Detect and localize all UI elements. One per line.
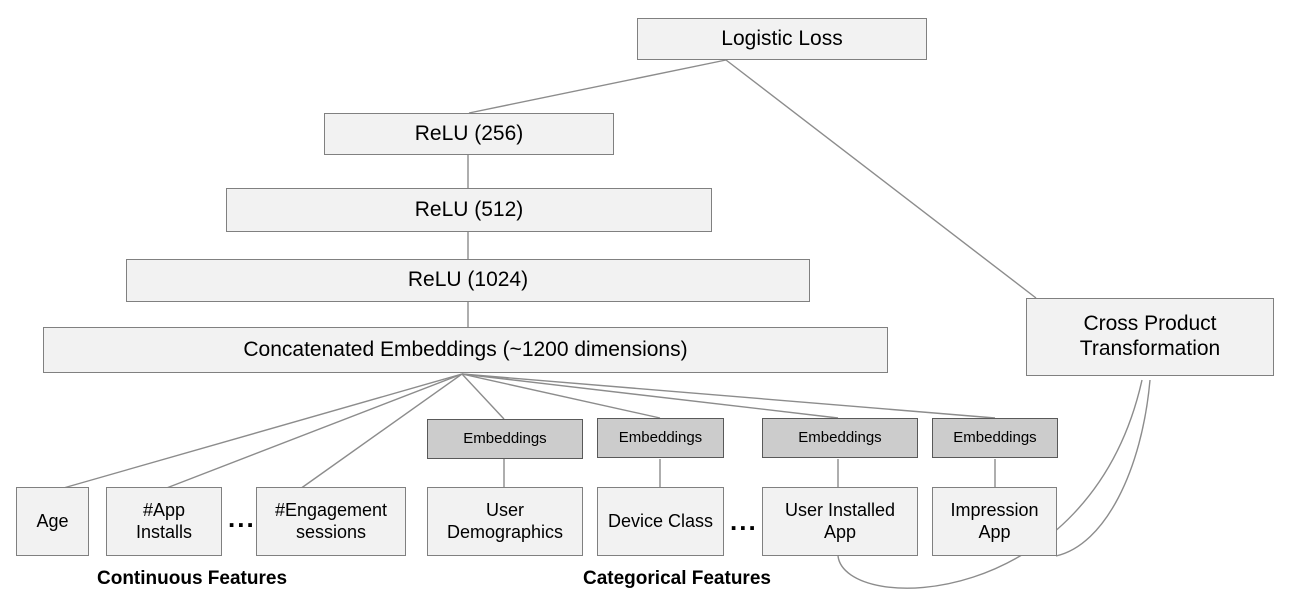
- node-feature-device-class-label: Device Class: [607, 510, 714, 531]
- edge-concat-to-embeddings-2: [461, 373, 661, 419]
- continuous-features-ellipsis: ...: [228, 503, 256, 533]
- node-concatenated-embeddings[interactable]: Concatenated Embeddings (~1200 dimension…: [43, 327, 888, 373]
- node-feature-app-installs-label: #App Installs: [135, 500, 193, 542]
- node-feature-impression-app-label: Impression App: [950, 500, 1039, 542]
- node-cross-product-transformation-label: Cross Product Transformation: [1079, 312, 1221, 360]
- node-feature-age-label: Age: [36, 510, 69, 531]
- node-relu-256-label: ReLU (256): [414, 121, 524, 145]
- node-relu-1024-label: ReLU (1024): [407, 268, 529, 292]
- node-concatenated-embeddings-label: Concatenated Embeddings (~1200 dimension…: [243, 337, 688, 361]
- node-feature-device-class[interactable]: Device Class: [597, 487, 724, 556]
- node-feature-engagement-sessions[interactable]: #Engagement sessions: [256, 487, 406, 556]
- node-embeddings-2[interactable]: Embeddings: [597, 418, 724, 458]
- node-logistic-loss[interactable]: Logistic Loss: [637, 18, 927, 60]
- edge-user-installed-app-to-cross-product: [837, 379, 1143, 589]
- node-embeddings-3[interactable]: Embeddings: [762, 418, 918, 458]
- node-embeddings-3-label: Embeddings: [798, 429, 882, 447]
- node-embeddings-4[interactable]: Embeddings: [932, 418, 1058, 458]
- edge-concat-to-embeddings-3: [461, 373, 839, 419]
- node-feature-app-installs[interactable]: #App Installs: [106, 487, 222, 556]
- edge-concat-to-embeddings-4: [461, 373, 996, 419]
- node-embeddings-1-label: Embeddings: [463, 430, 547, 448]
- node-feature-user-demographics-label: User Demographics: [446, 500, 564, 542]
- edge-concat-to-app-installs: [163, 373, 463, 490]
- group-label-categorical-features: Categorical Features: [583, 568, 771, 589]
- edge-loss-to-relu256: [468, 59, 727, 114]
- node-feature-user-installed-app[interactable]: User Installed App: [762, 487, 918, 556]
- node-feature-impression-app[interactable]: Impression App: [932, 487, 1057, 556]
- node-relu-1024[interactable]: ReLU (1024): [126, 259, 810, 302]
- node-embeddings-4-label: Embeddings: [953, 429, 1037, 447]
- node-logistic-loss-label: Logistic Loss: [721, 26, 843, 50]
- node-relu-256[interactable]: ReLU (256): [324, 113, 614, 155]
- node-embeddings-2-label: Embeddings: [618, 429, 703, 447]
- node-cross-product-transformation[interactable]: Cross Product Transformation: [1026, 298, 1274, 376]
- edge-concat-to-age: [59, 373, 463, 490]
- node-relu-512[interactable]: ReLU (512): [226, 188, 712, 232]
- node-feature-age[interactable]: Age: [16, 487, 89, 556]
- node-relu-512-label: ReLU (512): [414, 197, 524, 221]
- node-feature-user-demographics[interactable]: User Demographics: [427, 487, 583, 556]
- edge-concat-to-embeddings-1: [461, 373, 505, 420]
- edge-impression-app-to-cross-product: [1055, 379, 1151, 557]
- categorical-features-ellipsis: ...: [730, 506, 758, 536]
- node-embeddings-1[interactable]: Embeddings: [427, 419, 583, 459]
- group-label-continuous-features: Continuous Features: [97, 568, 288, 589]
- node-feature-engagement-sessions-label: #Engagement sessions: [274, 500, 388, 542]
- node-feature-user-installed-app-label: User Installed App: [784, 500, 896, 542]
